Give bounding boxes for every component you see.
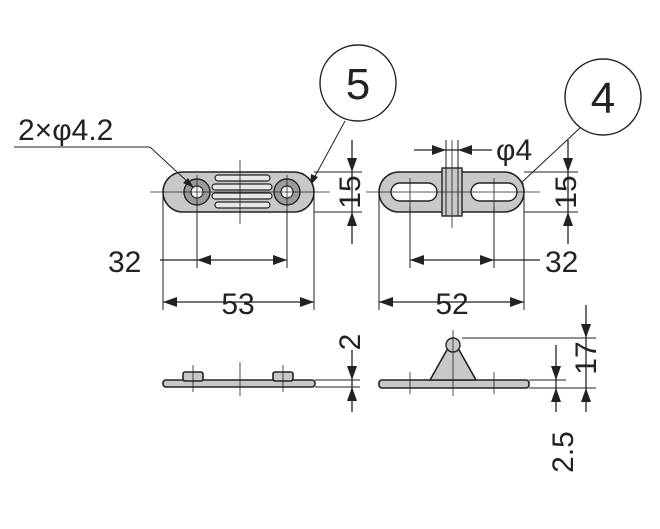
right-height-text: 15 — [550, 175, 583, 208]
callout-left: 5 — [310, 44, 397, 186]
left-part-top-view — [150, 160, 330, 224]
left-length-dimension: 53 — [162, 192, 315, 321]
right-pin-dimension: φ4 — [414, 134, 532, 168]
right-total-height-text: 17 — [570, 341, 603, 374]
left-thickness-text: 2 — [334, 334, 367, 351]
left-hole-text: 2×φ4.2 — [18, 114, 113, 147]
left-pitch-dimension: 32 — [108, 210, 288, 279]
left-height-text: 15 — [334, 175, 367, 208]
left-thickness-dimension: 2 — [315, 334, 367, 412]
left-height-dimension: 15 — [314, 140, 367, 244]
right-height-dimension: 15 — [524, 140, 583, 244]
callout-right-number: 4 — [591, 74, 615, 123]
right-base-thickness-text: 2.5 — [547, 431, 580, 473]
right-length-text: 52 — [435, 288, 468, 321]
callout-right: 4 — [514, 58, 642, 189]
right-base-thickness-dimension: 2.5 — [529, 345, 580, 473]
right-part-side-view — [378, 330, 530, 396]
left-part-side-view — [162, 362, 316, 396]
right-total-height-dimension: 17 — [462, 305, 603, 412]
callout-left-number: 5 — [346, 60, 370, 109]
left-hole-label: 2×φ4.2 — [14, 114, 194, 188]
left-length-text: 53 — [221, 288, 254, 321]
right-pitch-text: 32 — [545, 246, 578, 279]
right-length-dimension: 52 — [378, 192, 525, 321]
right-pin-text: φ4 — [496, 134, 532, 167]
left-pitch-text: 32 — [108, 246, 141, 279]
right-pitch-dimension: 32 — [409, 206, 578, 279]
right-part-top-view — [366, 140, 540, 228]
